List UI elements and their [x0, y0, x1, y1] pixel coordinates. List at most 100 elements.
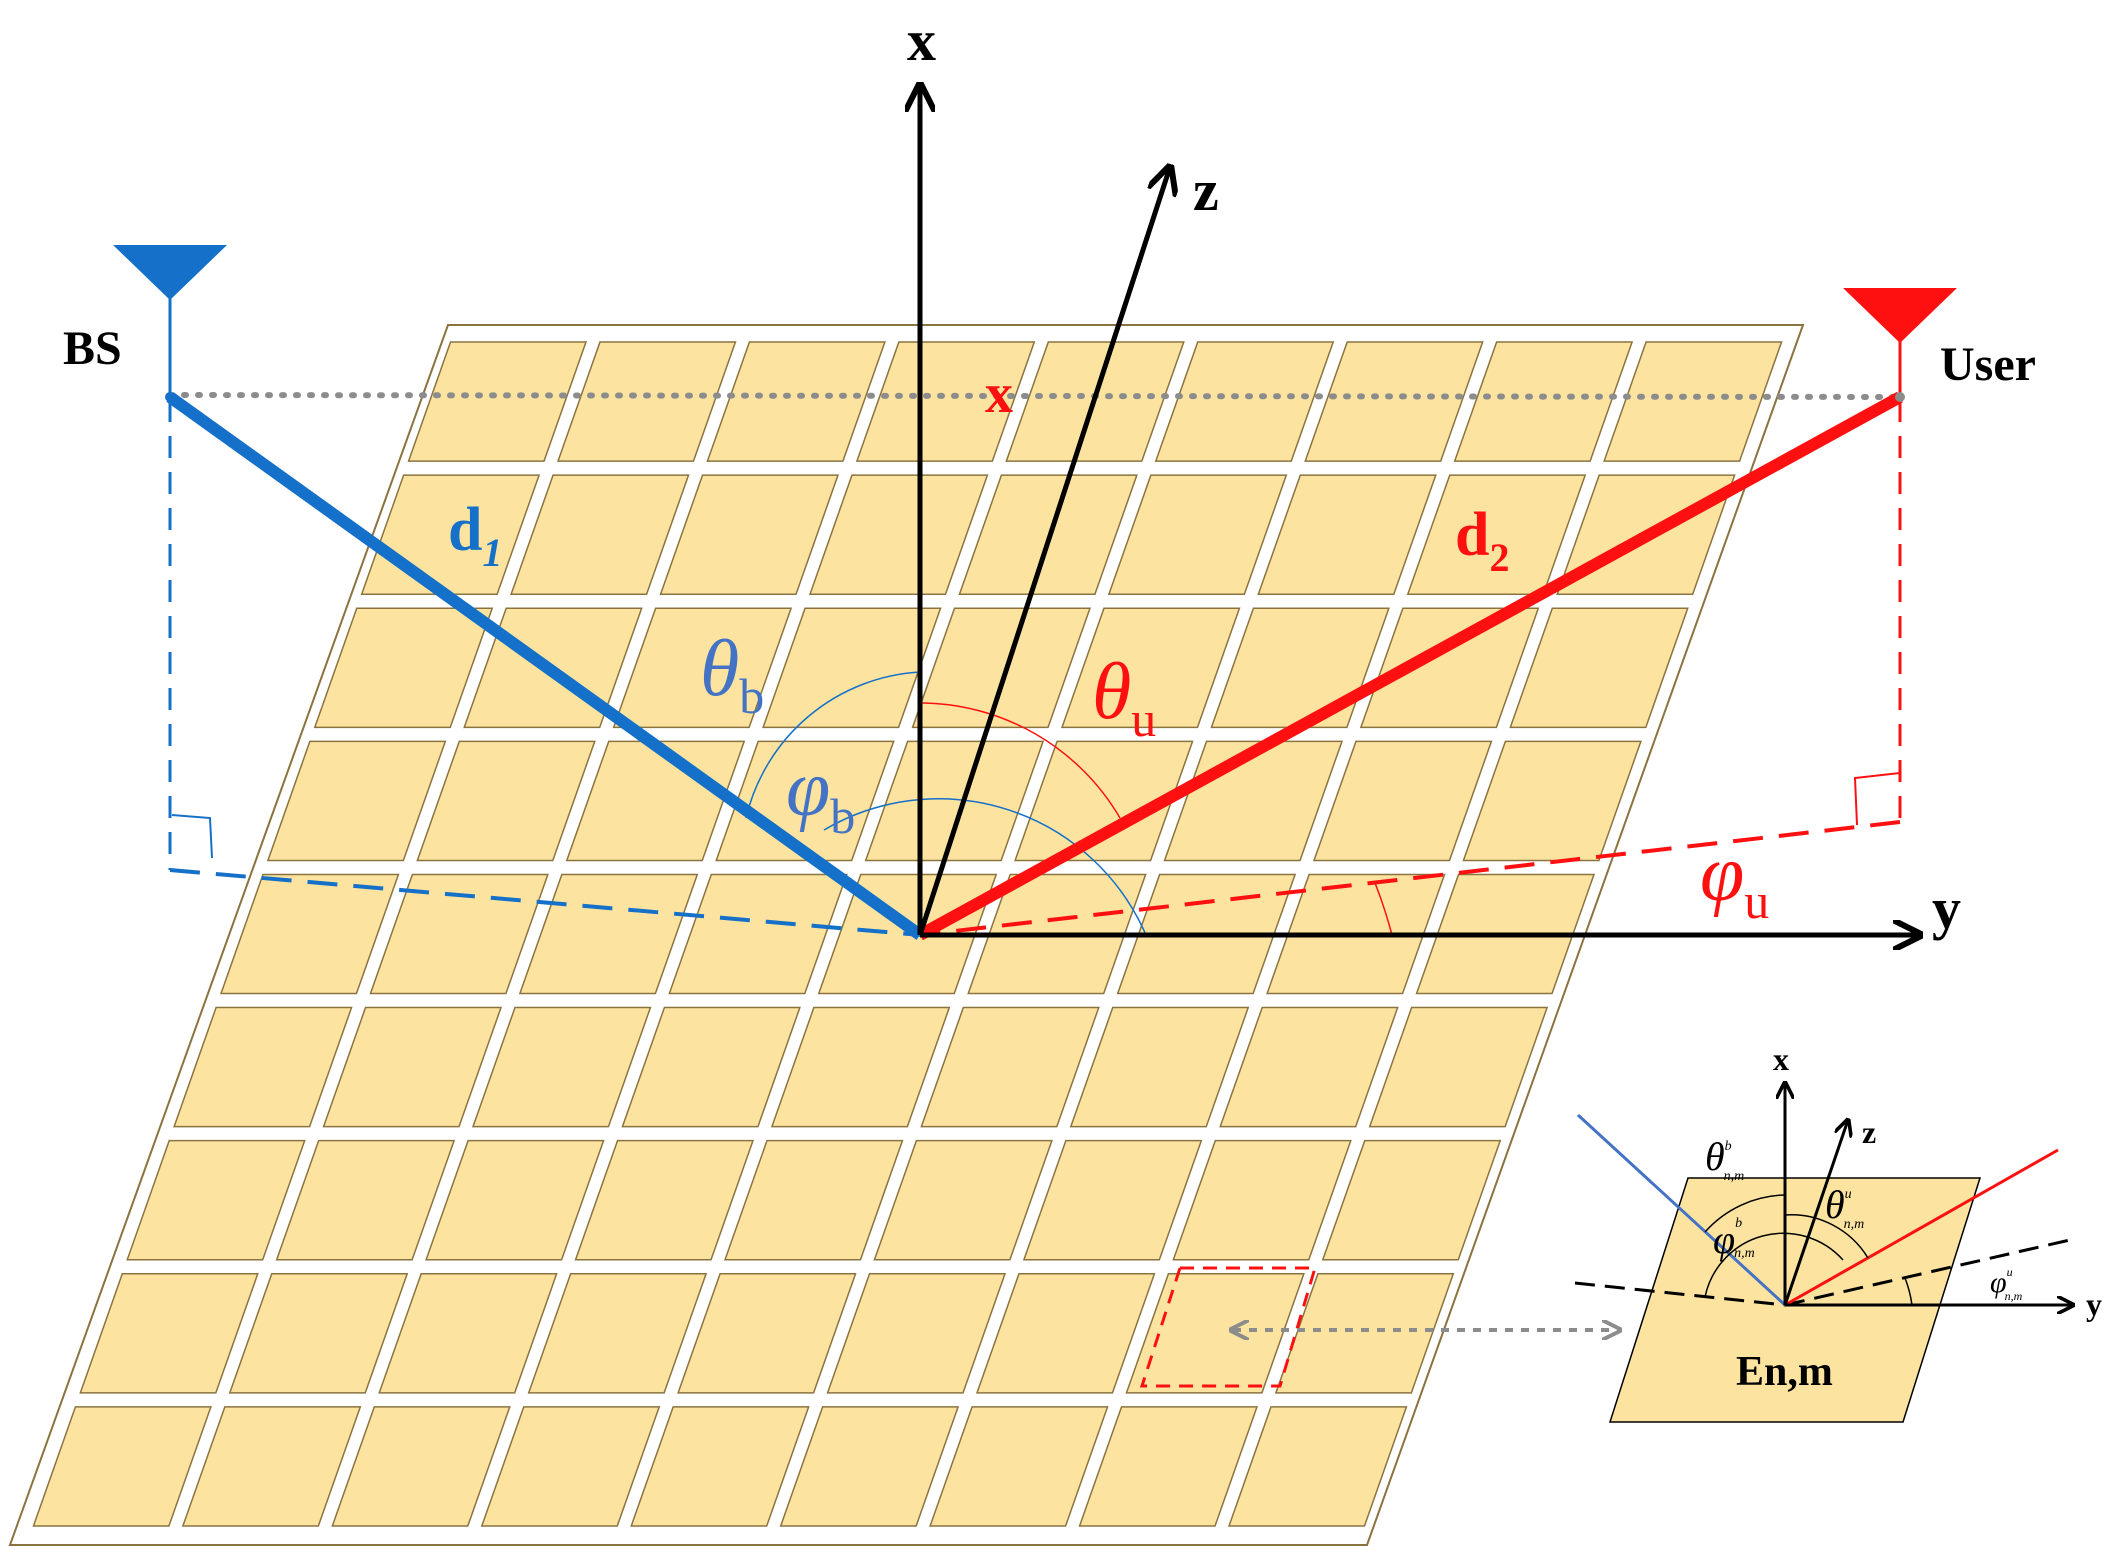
- z-axis: [917, 167, 1170, 936]
- highlighted-element: [1139, 1266, 1318, 1388]
- ris-element-cell: [911, 607, 1092, 729]
- ris-element-cell: [471, 1006, 652, 1128]
- ris-element-cell: [1321, 1139, 1502, 1261]
- phi-b-label: φb: [786, 745, 855, 844]
- ris-element-cell: [275, 1139, 456, 1261]
- theta-u-sub: u: [1131, 691, 1156, 747]
- ris-element-cell: [378, 1273, 558, 1394]
- phi-u-label: φu: [1700, 830, 1769, 929]
- ris-element-cell: [416, 740, 596, 862]
- ris-element-cell: [1069, 1006, 1250, 1128]
- d1-label-sub: 1: [482, 530, 502, 575]
- ris-element-cell: [1022, 1139, 1203, 1261]
- inset-dashed-line: [1574, 1281, 1786, 1307]
- ris-element-cell: [32, 1406, 212, 1527]
- ris-element-cell: [181, 1406, 362, 1527]
- ris-element-cell: [1603, 341, 1783, 462]
- axis-z-label: z: [1193, 158, 1219, 223]
- axis-y-label: y: [1932, 876, 1961, 941]
- ris-element-cell: [808, 474, 989, 595]
- ris-element-cell: [1107, 474, 1288, 595]
- user-ground-projection: [919, 820, 1901, 937]
- phi-b-arc: [823, 798, 1147, 936]
- ris-element-cell: [1368, 1006, 1549, 1128]
- inset-theta-u-sup: u: [1845, 1187, 1852, 1202]
- ris-element-cell: [659, 474, 840, 595]
- user-right-angle-mark: [1853, 772, 1901, 826]
- d2-label: d2: [1455, 501, 1509, 580]
- inset-axis-y-label: y: [2086, 1286, 2102, 1322]
- inset-user-ray: [1784, 1148, 2059, 1307]
- ris-element-cell: [266, 740, 447, 862]
- ris-element-cell: [1014, 740, 1194, 862]
- ris-element-cell: [975, 1273, 1156, 1394]
- inset-theta-u-arc: [1784, 1214, 1869, 1259]
- inset-dashed-line-right: [1784, 1238, 2071, 1307]
- ris-element-cell: [79, 1273, 259, 1394]
- user-antenna-icon: [1843, 288, 1957, 343]
- inset-phi-u-sub: n,m: [2005, 1289, 2023, 1303]
- ris-element-cell: [723, 1139, 904, 1261]
- d2-label-sub: 2: [1489, 535, 1509, 580]
- inset-theta-u-label: θu n,m: [1825, 1182, 1864, 1232]
- inset-theta-b-arc: [1704, 1194, 1786, 1233]
- theta-b-main: θ: [700, 625, 739, 713]
- ris-element-cell: [1154, 341, 1335, 462]
- theta-u-label: θu: [1092, 648, 1156, 747]
- inset-z-axis: [1783, 1120, 1848, 1306]
- ris-element-cell: [826, 1273, 1007, 1394]
- phi-u-main: φ: [1700, 830, 1744, 918]
- ris-element-cell: [770, 1006, 951, 1128]
- inset-theta-u-sub: n,m: [1844, 1217, 1865, 1232]
- phi-u-sub: u: [1744, 873, 1769, 929]
- ris-element-cell: [1227, 1406, 1408, 1527]
- ris-element-cell: [1257, 474, 1437, 595]
- inset-axis-x-label: x: [1773, 1041, 1789, 1077]
- ris-element-cell: [1453, 341, 1634, 462]
- ris-element-grid: [32, 341, 1783, 1527]
- inset-theta-b-main: θ: [1705, 1134, 1725, 1179]
- phi-b-sub: b: [830, 788, 855, 844]
- bs-point: [165, 392, 175, 402]
- ris-element-cell: [1304, 341, 1484, 462]
- ris-element-cell: [369, 873, 549, 995]
- inset-phi-b-sup: b: [1735, 1216, 1742, 1231]
- ris-element-cell: [480, 1406, 661, 1527]
- inset-theta-u-main: θ: [1825, 1182, 1845, 1227]
- inset-theta-b-sub: n,m: [1724, 1169, 1745, 1184]
- ris-element-cell: [1219, 1006, 1399, 1128]
- ris-element-cell: [706, 341, 886, 462]
- ris-element-cell: [630, 1406, 810, 1527]
- ris-element-cell: [1312, 740, 1493, 862]
- ris-element-cell: [527, 1273, 708, 1394]
- d1-label: d1: [448, 496, 502, 575]
- element-label: En,m: [1736, 1349, 1833, 1395]
- ris-element-cell: [855, 341, 1036, 462]
- ris-element-cell: [1078, 1406, 1259, 1527]
- ris-element-cell: [1172, 1139, 1352, 1261]
- inset-bs-ray: [1576, 1113, 1787, 1307]
- ris-element-cell: [313, 607, 494, 729]
- ris-element-cell: [1125, 1273, 1305, 1394]
- inset-theta-b-sup: b: [1725, 1139, 1732, 1154]
- d2-label-main: d: [1455, 501, 1489, 569]
- d1-label-main: d: [448, 496, 482, 564]
- ris-element-cell: [228, 1273, 409, 1394]
- ris-element-cell: [407, 341, 588, 462]
- ris-element-cell: [173, 1006, 353, 1128]
- x-mark-label: x: [985, 363, 1013, 425]
- bs-right-angle-mark: [171, 814, 213, 859]
- theta-u-main: θ: [1092, 648, 1131, 736]
- inset-phi-b-sub: n,m: [1734, 1246, 1755, 1261]
- user-label: User: [1940, 338, 2036, 391]
- ris-element-cell: [920, 1006, 1100, 1128]
- ris-element-cell: [621, 1006, 801, 1128]
- ris-element-cell: [612, 607, 793, 729]
- bs-antenna-icon: [113, 245, 227, 300]
- ris-element-cell: [668, 873, 848, 995]
- inset-phi-u-main: φ: [1990, 1266, 2007, 1299]
- ris-element-cell: [864, 740, 1045, 862]
